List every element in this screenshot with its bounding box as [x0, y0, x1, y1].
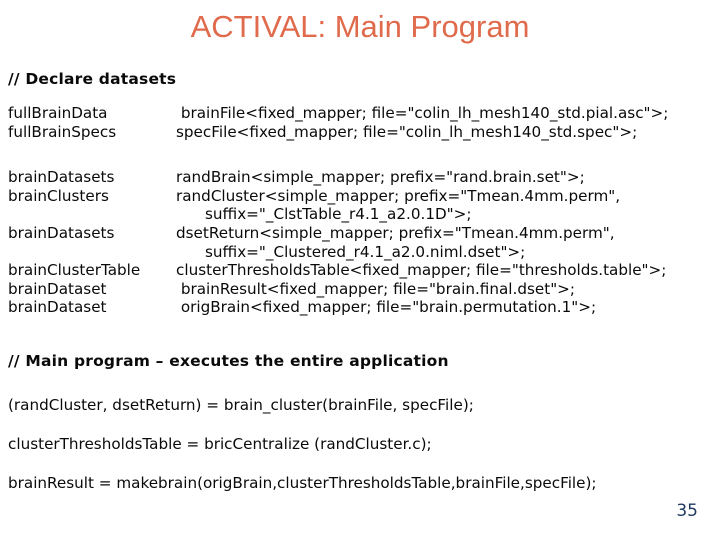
code-row: brainDataset brainResult<fixed_mapper; f…	[8, 280, 720, 299]
dataset-label: brainDataset	[8, 298, 107, 317]
statement-line: (randCluster, dsetReturn) = brain_cluste…	[8, 396, 474, 414]
dataset-label	[8, 243, 176, 262]
declare-section-heading: // Declare datasets	[8, 70, 177, 88]
code-row: suffix="_ClstTable_r4.1_a2.0.1D">;	[8, 205, 720, 224]
code-row: fullBrainData brainFile<fixed_mapper; fi…	[8, 104, 720, 123]
dataset-label: brainDatasets	[8, 223, 115, 242]
code-row: brainDataset origBrain<fixed_mapper; fil…	[8, 298, 720, 317]
dataset-label: brainClusters	[8, 186, 109, 205]
dataset-label: fullBrainData	[8, 104, 108, 122]
dataset-declaration: brainFile<fixed_mapper; file="colin_lh_m…	[176, 104, 669, 122]
code-row: suffix="_Clustered_r4.1_a2.0.niml.dset">…	[8, 243, 720, 262]
code-row: brainClusterTable clusterThresholdsTable…	[8, 261, 720, 280]
dataset-declaration: origBrain<fixed_mapper; file="brain.perm…	[176, 298, 597, 317]
dataset-declaration: randCluster<simple_mapper; prefix="Tmean…	[176, 186, 621, 205]
statement-line: clusterThresholdsTable = bricCentralize …	[8, 435, 432, 453]
code-row: brainDatasets dsetReturn<simple_mapper; …	[8, 224, 720, 243]
dataset-declaration: clusterThresholdsTable<fixed_mapper; fil…	[176, 261, 667, 280]
page-number: 35	[676, 501, 698, 521]
declare-code-block: fullBrainData brainFile<fixed_mapper; fi…	[8, 104, 720, 317]
dataset-label: fullBrainSpecs	[8, 122, 117, 141]
dataset-declaration: brainResult<fixed_mapper; file="brain.fi…	[176, 279, 576, 298]
dataset-label: brainDataset	[8, 279, 107, 298]
dataset-declaration-continuation: suffix="_ClstTable_r4.1_a2.0.1D">;	[176, 205, 472, 224]
code-row: brainDatasets randBrain<simple_mapper; p…	[8, 168, 720, 187]
dataset-label: brainClusterTable	[8, 261, 141, 280]
dataset-declaration: dsetReturn<simple_mapper; prefix="Tmean.…	[176, 223, 615, 242]
main-section-heading: // Main program – executes the entire ap…	[8, 352, 449, 370]
statement-line: brainResult = makebrain(origBrain,cluste…	[8, 474, 597, 492]
code-row: fullBrainSpecs specFile<fixed_mapper; fi…	[8, 123, 720, 142]
code-row: brainClusters randCluster<simple_mapper;…	[8, 187, 720, 206]
dataset-declaration-continuation: suffix="_Clustered_r4.1_a2.0.niml.dset">…	[176, 242, 526, 261]
slide-title: ACTIVAL: Main Program	[190, 9, 530, 44]
dataset-label: brainDatasets	[8, 168, 115, 187]
dataset-declaration: randBrain<simple_mapper; prefix="rand.br…	[176, 168, 585, 187]
dataset-declaration: specFile<fixed_mapper; file="colin_lh_me…	[176, 122, 638, 141]
dataset-label	[8, 205, 176, 224]
